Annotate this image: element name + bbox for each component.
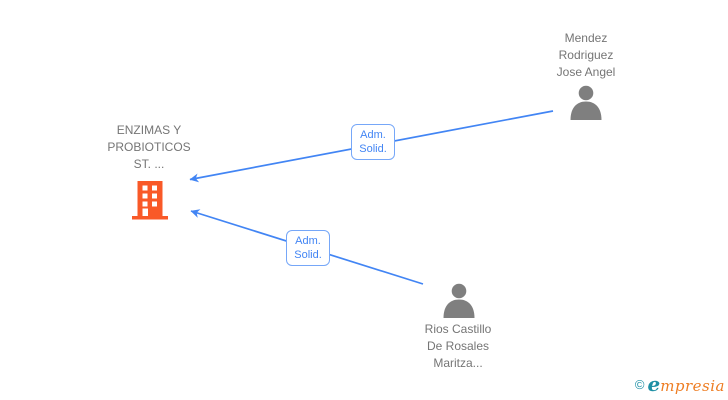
edge-label-line: Adm. <box>360 129 386 141</box>
person-top-name[interactable]: Mendez Rodriguez Jose Angel <box>516 30 656 81</box>
person-top-name-line: Rodriguez <box>558 48 614 62</box>
person-bottom-name-line: De Rosales <box>426 339 490 353</box>
company-name-line: PROBIOTICOS <box>107 140 191 154</box>
empresia-logo-e: e <box>647 372 661 396</box>
company-name[interactable]: ENZIMAS Y PROBIOTICOS ST. ... <box>79 122 219 173</box>
copyright-icon: © <box>634 377 645 392</box>
edge-label-adm-solid[interactable]: Adm. Solid. <box>286 230 330 266</box>
company-name-line: ST. ... <box>133 157 165 171</box>
person-icon[interactable] <box>567 85 605 125</box>
empresia-logo-text: mpresia <box>660 377 725 395</box>
person-top-name-line: Jose Angel <box>556 65 616 79</box>
company-building-icon[interactable] <box>132 180 168 225</box>
person-top-name-line: Mendez <box>564 31 608 45</box>
edge-label-line: Solid. <box>359 143 387 155</box>
edge-label-line: Solid. <box>294 249 322 261</box>
person-icon[interactable] <box>440 283 478 323</box>
person-bottom-name[interactable]: Rios Castillo De Rosales Maritza... <box>388 321 528 372</box>
edge-label-line: Adm. <box>295 235 321 247</box>
empresia-logo[interactable]: ©empresia <box>635 372 725 396</box>
company-name-line: ENZIMAS Y <box>116 123 182 137</box>
person-bottom-name-line: Maritza... <box>433 356 483 370</box>
person-bottom-name-line: Rios Castillo <box>424 322 492 336</box>
edge-label-adm-solid[interactable]: Adm. Solid. <box>351 124 395 160</box>
